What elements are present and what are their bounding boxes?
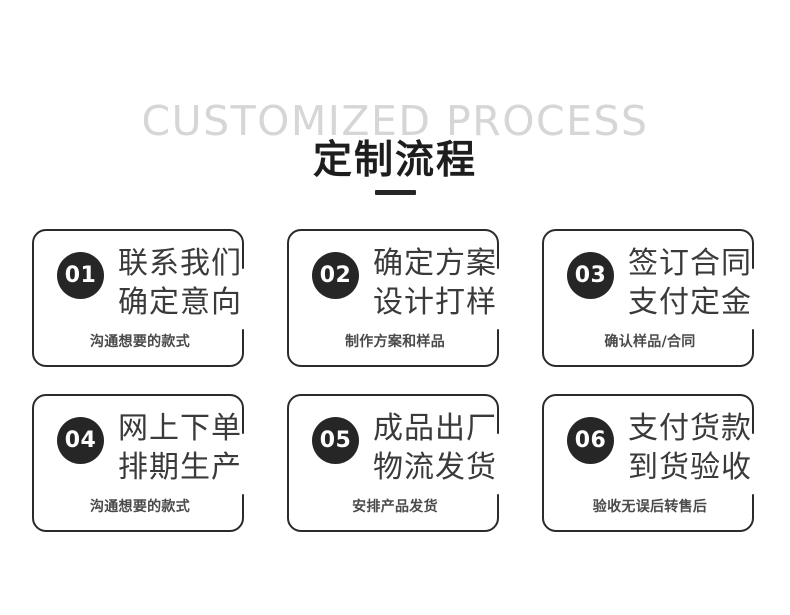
- card-content: 06 支付货款 到货验收 验收无误后转售后: [541, 393, 759, 533]
- step-headline-line2: 到货验收: [628, 450, 752, 485]
- card-content: 03 签订合同 支付定金 确认样品/合同: [541, 228, 759, 368]
- card-content: 05 成品出厂 物流发货 安排产品发货: [286, 393, 504, 533]
- step-headline-line1: 确定方案: [373, 246, 497, 281]
- step-headline-line2: 排期生产: [118, 450, 242, 485]
- step-headline: 支付货款 到货验收: [628, 409, 790, 487]
- step-number-badge: 02: [312, 252, 359, 299]
- step-headline-line2: 支付定金: [628, 285, 752, 320]
- step-headline: 联系我们 确定意向: [118, 244, 283, 322]
- page-header: CUSTOMIZED PROCESS 定制流程: [0, 0, 790, 205]
- page-title: 定制流程: [312, 138, 477, 183]
- process-step-card[interactable]: 01 联系我们 确定意向 沟通想要的款式: [31, 228, 249, 368]
- step-headline: 签订合同 支付定金: [628, 244, 790, 322]
- step-subtitle: 制作方案和样品: [344, 334, 446, 350]
- step-headline: 确定方案 设计打样: [373, 244, 538, 322]
- step-number-badge: 01: [57, 252, 104, 299]
- card-outline-shape: [32, 229, 244, 367]
- step-subtitle: 确认样品/合同: [604, 334, 696, 350]
- card-outline-shape: [287, 229, 499, 367]
- card-outline-shape: [542, 229, 754, 367]
- step-headline-line2: 设计打样: [373, 285, 497, 320]
- step-subtitle: 安排产品发货: [352, 499, 438, 515]
- step-subtitle: 验收无误后转售后: [592, 499, 708, 515]
- process-step-card[interactable]: 05 成品出厂 物流发货 安排产品发货: [286, 393, 504, 533]
- step-subtitle: 沟通想要的款式: [89, 334, 191, 350]
- process-steps-grid: 01 联系我们 确定意向 沟通想要的款式 02 确定方案 设计打样 制作方案: [0, 228, 790, 558]
- card-outline-shape: [32, 394, 244, 532]
- step-headline-line2: 确定意向: [118, 285, 242, 320]
- step-subtitle: 沟通想要的款式: [89, 499, 191, 515]
- process-step-card[interactable]: 04 网上下单 排期生产 沟通想要的款式: [31, 393, 249, 533]
- card-outline-shape: [542, 394, 754, 532]
- step-headline-line1: 成品出厂: [373, 411, 497, 446]
- step-headline-line1: 网上下单: [118, 411, 242, 446]
- step-number-badge: 05: [312, 417, 359, 464]
- step-headline-line2: 物流发货: [373, 450, 497, 485]
- eyebrow-heading: CUSTOMIZED PROCESS: [141, 97, 649, 145]
- card-content: 02 确定方案 设计打样 制作方案和样品: [286, 228, 504, 368]
- step-headline: 网上下单 排期生产: [118, 409, 283, 487]
- process-step-card[interactable]: 06 支付货款 到货验收 验收无误后转售后: [541, 393, 759, 533]
- process-step-card[interactable]: 03 签订合同 支付定金 确认样品/合同: [541, 228, 759, 368]
- step-headline-line1: 签订合同: [628, 246, 752, 281]
- step-number-badge: 04: [57, 417, 104, 464]
- card-content: 01 联系我们 确定意向 沟通想要的款式: [31, 228, 249, 368]
- process-step-card[interactable]: 02 确定方案 设计打样 制作方案和样品: [286, 228, 504, 368]
- step-headline-line1: 支付货款: [628, 411, 752, 446]
- step-headline-line1: 联系我们: [118, 246, 242, 281]
- step-number-badge: 03: [567, 252, 614, 299]
- step-headline: 成品出厂 物流发货: [373, 409, 538, 487]
- step-number-badge: 06: [567, 417, 614, 464]
- title-underline-bar: [375, 190, 416, 195]
- card-content: 04 网上下单 排期生产 沟通想要的款式: [31, 393, 249, 533]
- card-outline-shape: [287, 394, 499, 532]
